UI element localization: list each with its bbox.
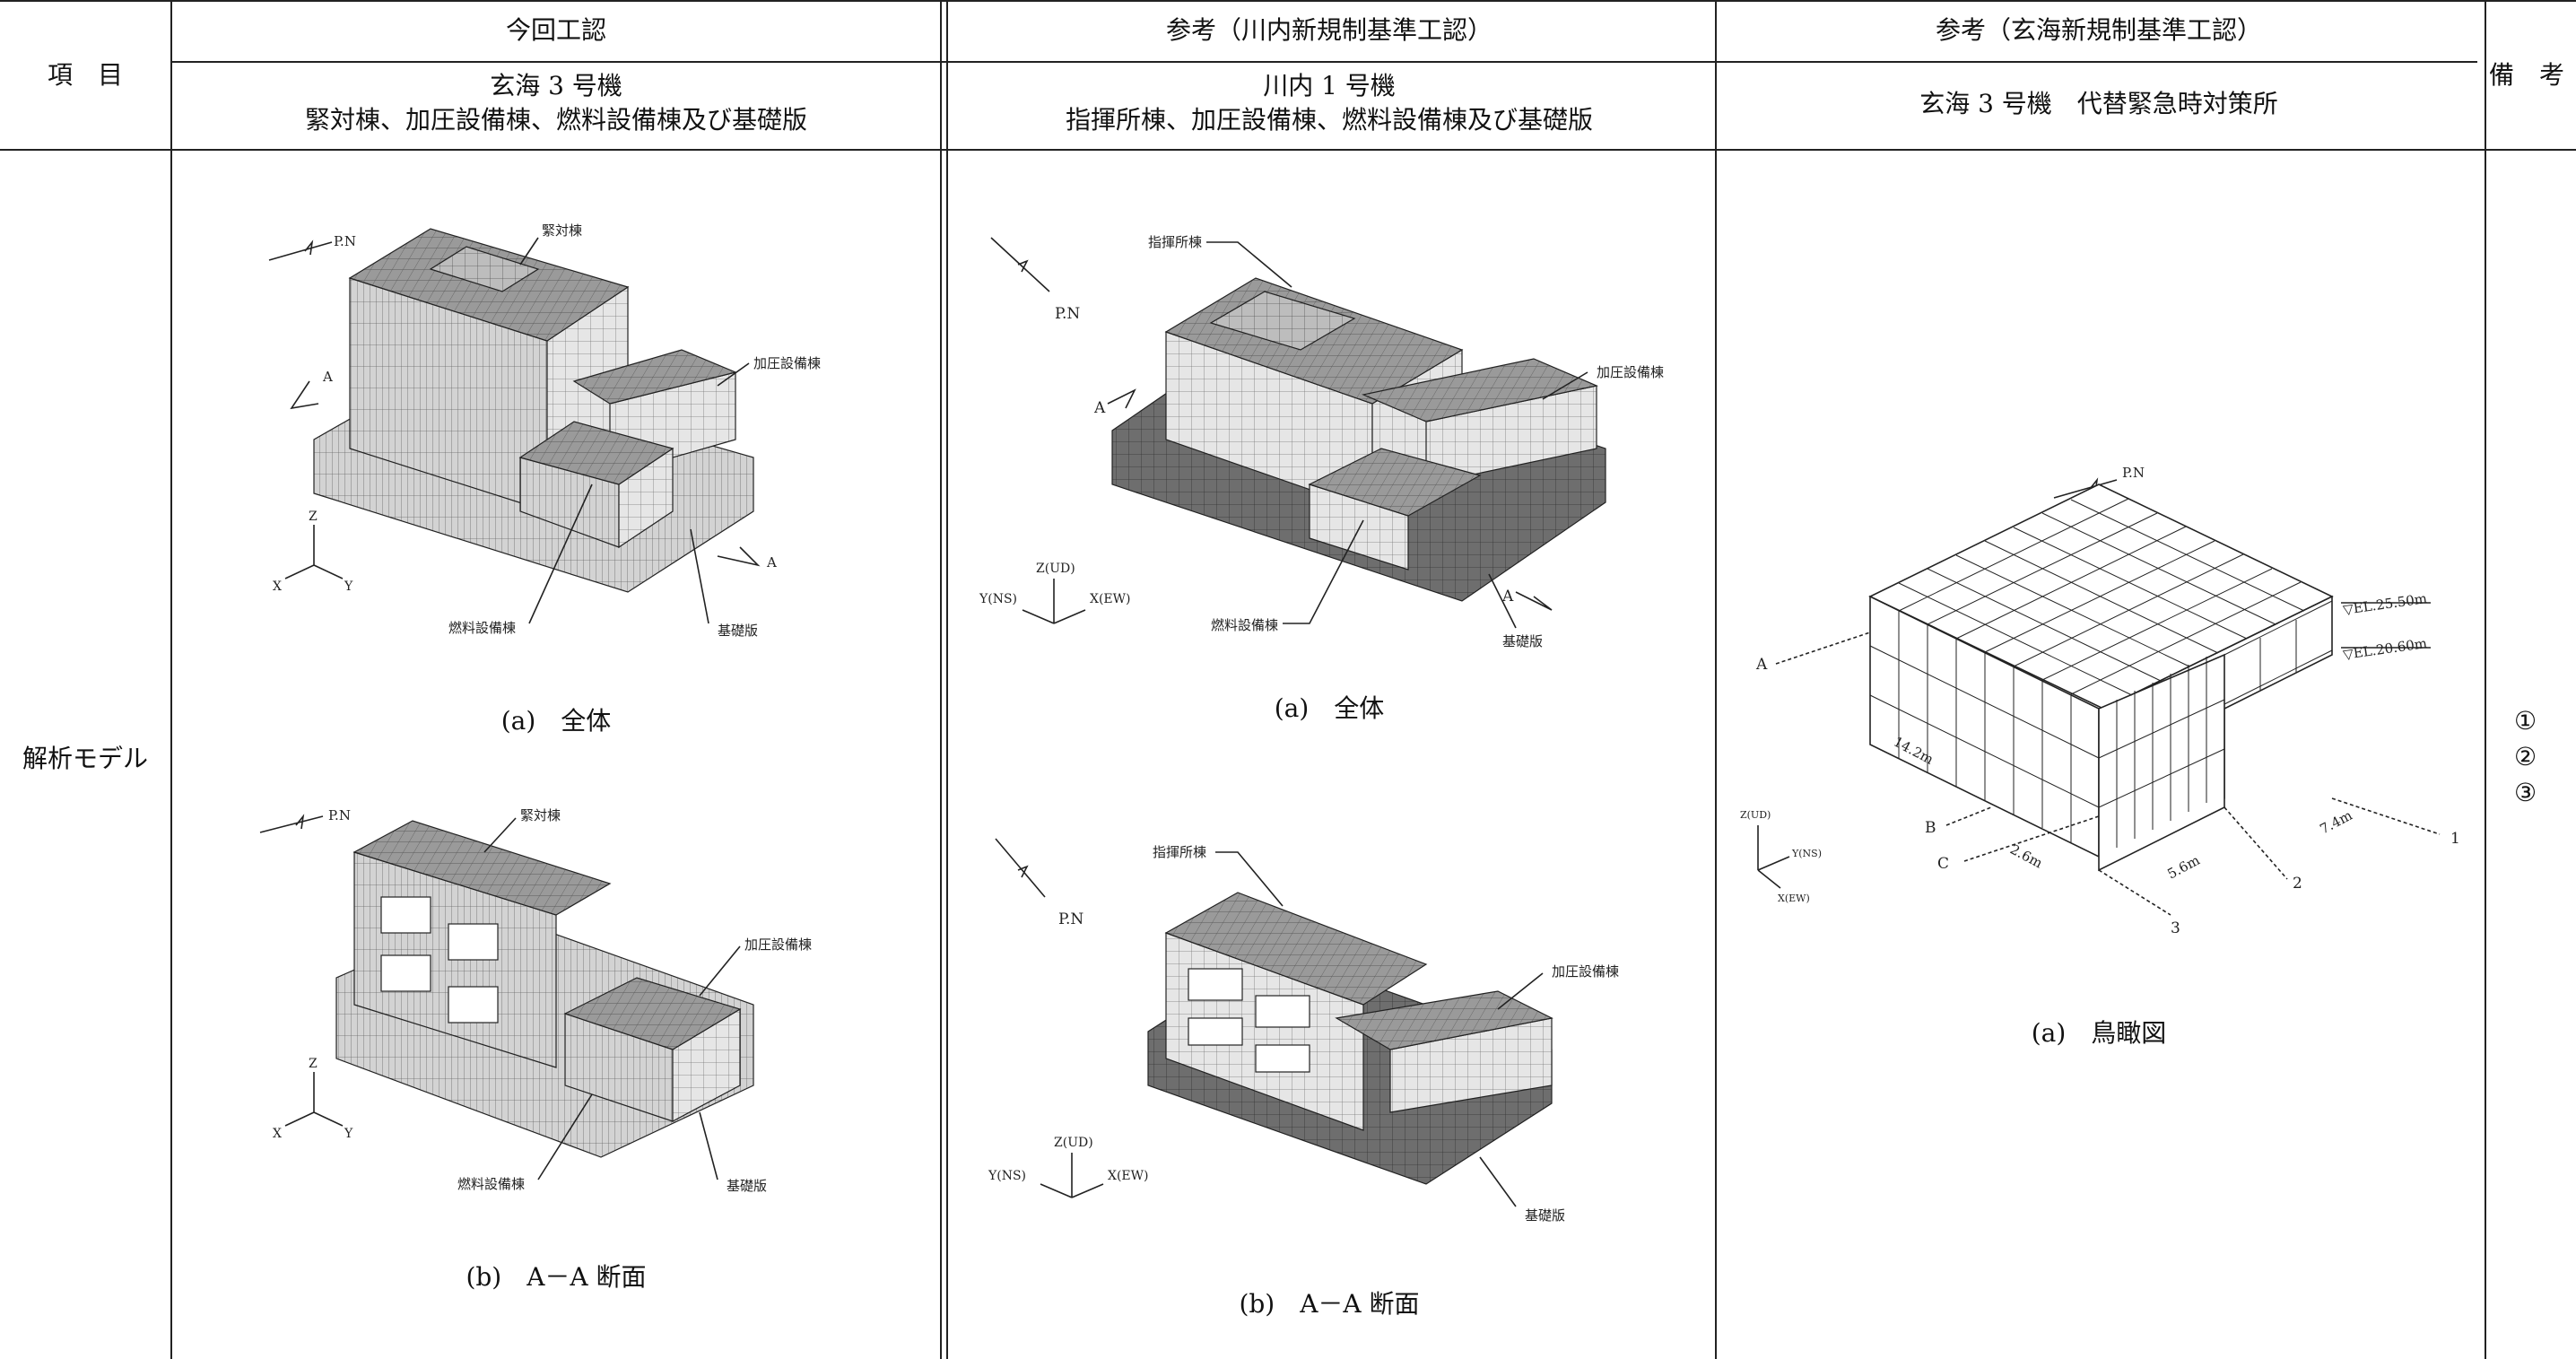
col2-fig-a: P.N 指揮所棟 加圧設備棟 燃料設備棟 基礎版 A A Z(UD) Y(NS)… <box>979 234 1664 649</box>
svg-text:Z: Z <box>309 1057 318 1071</box>
section-mark-a2: A <box>766 554 777 571</box>
remark-3: ③ <box>2514 778 2537 807</box>
north-arrow-icon: P.N <box>990 237 1080 323</box>
svg-text:1: 1 <box>2450 830 2460 848</box>
label-pressure-building: 加圧設備棟 <box>753 355 821 371</box>
pressure-building-section-roof <box>1335 990 1553 1050</box>
col1-fig-a: P.N 緊対棟 加圧設備棟 燃料設備棟 基礎版 A A Z X Y <box>268 222 821 639</box>
label-fuel-building: 燃料設備棟 <box>448 620 516 636</box>
svg-text:B: B <box>1925 819 1936 837</box>
svg-text:P.N: P.N <box>2122 465 2145 481</box>
svg-text:加圧設備棟: 加圧設備棟 <box>1597 364 1664 380</box>
section-mark-a: A <box>322 369 333 385</box>
svg-text:X(EW): X(EW) <box>1090 592 1131 606</box>
svg-text:Z(UD): Z(UD) <box>1740 809 1771 821</box>
pressure-building-section-roof <box>563 977 742 1050</box>
header-remarks: 備 考 <box>2489 60 2565 90</box>
svg-text:Z(UD): Z(UD) <box>1054 1136 1093 1150</box>
svg-text:Y(NS): Y(NS) <box>1791 848 1822 859</box>
svg-text:X: X <box>273 579 282 594</box>
col2-title-line1: 川内 1 号機 <box>1263 71 1396 100</box>
col1-caption-b: (b) A－A 断面 <box>466 1262 647 1292</box>
svg-text:加圧設備棟: 加圧設備棟 <box>1552 963 1619 980</box>
svg-text:基礎版: 基礎版 <box>1525 1207 1565 1224</box>
col2-title-line2: 指揮所棟、加圧設備棟、燃料設備棟及び基礎版 <box>1065 105 1594 135</box>
north-arrow-icon: P.N <box>259 807 351 833</box>
svg-text:X: X <box>273 1127 282 1141</box>
remark-2: ② <box>2514 742 2537 771</box>
fuel-building-roof <box>1308 448 1482 517</box>
axis-triad-icon: Z(UD) Y(NS) X(EW) <box>1740 809 1822 904</box>
svg-text:▽EL.20.60m: ▽EL.20.60m <box>2342 635 2428 663</box>
svg-text:P.N: P.N <box>1055 305 1080 323</box>
svg-text:P.N: P.N <box>328 807 351 823</box>
svg-text:加圧設備棟: 加圧設備棟 <box>744 936 812 953</box>
north-arrow-icon: P.N <box>2053 465 2145 499</box>
svg-text:Y(NS): Y(NS) <box>988 1169 1026 1183</box>
col1-fig-b: P.N 緊対棟 加圧設備棟 燃料設備棟 基礎版 Z X Y <box>259 807 812 1194</box>
col2-caption-a: (a) 全体 <box>1274 693 1385 723</box>
svg-text:A: A <box>1755 656 1768 674</box>
main-building-penthouse <box>429 246 540 292</box>
svg-text:A: A <box>1093 399 1106 417</box>
svg-text:Y: Y <box>344 1127 353 1141</box>
svg-text:P.N: P.N <box>1058 910 1083 928</box>
svg-text:燃料設備棟: 燃料設備棟 <box>1211 617 1278 633</box>
col2-caption-b: (b) A－A 断面 <box>1239 1289 1420 1319</box>
north-arrow-icon: P.N <box>995 838 1083 928</box>
header-col1-group: 今回工認 <box>505 15 607 45</box>
svg-text:基礎版: 基礎版 <box>727 1178 767 1194</box>
svg-text:A: A <box>1501 588 1514 605</box>
svg-text:Y: Y <box>344 579 353 594</box>
svg-text:指揮所棟: 指揮所棟 <box>1148 234 1202 250</box>
svg-text:C: C <box>1937 855 1949 873</box>
north-arrow-icon: P.N <box>268 233 356 261</box>
svg-text:▽EL.25.50m: ▽EL.25.50m <box>2342 590 2428 618</box>
col3-title: 玄海 3 号機 代替緊急時対策所 <box>1919 89 2278 118</box>
col1-title-line1: 玄海 3 号機 <box>490 71 622 100</box>
svg-text:X(EW): X(EW) <box>1778 893 1810 904</box>
svg-text:基礎版: 基礎版 <box>1502 633 1543 649</box>
svg-text:3: 3 <box>2171 919 2180 937</box>
axis-triad-icon: Z(UD) Y(NS) X(EW) <box>988 1136 1149 1198</box>
label-main-building: 緊対棟 <box>542 222 582 239</box>
block-grid-lines <box>1869 498 2333 848</box>
col1-caption-a: (a) 全体 <box>500 706 612 736</box>
col2-fig-b: P.N 指揮所棟 加圧設備棟 基礎版 Z(UD) Y(NS) X(EW) <box>988 838 1619 1224</box>
svg-text:緊対棟: 緊対棟 <box>520 807 561 823</box>
pressure-building-roof <box>572 349 737 405</box>
col3-fig-a: P.N ▽EL.25.50m ▽EL.20.60m A B C 1 2 3 14… <box>1740 465 2460 937</box>
block-model <box>1868 483 2334 872</box>
header-item: 項 目 <box>47 60 124 90</box>
col1-title-line2: 緊対棟、加圧設備棟、燃料設備棟及び基礎版 <box>304 105 808 135</box>
header-col2-group: 参考（川内新規制基準工認） <box>1165 15 1493 45</box>
label-base: 基礎版 <box>718 623 758 639</box>
svg-text:Z: Z <box>309 510 318 524</box>
fuel-building-roof <box>518 421 674 485</box>
col3-caption-a: (a) 鳥瞰図 <box>2031 1018 2167 1048</box>
svg-text:2: 2 <box>2293 875 2302 893</box>
svg-text:燃料設備棟: 燃料設備棟 <box>457 1176 525 1192</box>
command-building-section-roof <box>1164 892 1428 1006</box>
axis-triad-icon: Z X Y <box>273 1057 353 1141</box>
axis-triad-icon: Z X Y <box>273 510 353 594</box>
svg-text:Y(NS): Y(NS) <box>979 592 1017 606</box>
svg-text:指揮所棟: 指揮所棟 <box>1153 844 1206 860</box>
north-label: P.N <box>334 233 356 249</box>
row-item-label: 解析モデル <box>22 744 149 773</box>
svg-text:5.6m: 5.6m <box>2164 852 2202 883</box>
pressure-building-roof <box>1362 358 1598 423</box>
remark-1: ① <box>2514 706 2537 736</box>
svg-text:Z(UD): Z(UD) <box>1036 562 1075 576</box>
svg-text:7.4m: 7.4m <box>2317 807 2354 838</box>
header-col3-group: 参考（玄海新規制基準工認） <box>1935 15 2263 45</box>
svg-text:2.6m: 2.6m <box>2007 841 2045 872</box>
axis-triad-icon: Z(UD) Y(NS) X(EW) <box>979 562 1131 624</box>
svg-text:X(EW): X(EW) <box>1108 1169 1149 1183</box>
